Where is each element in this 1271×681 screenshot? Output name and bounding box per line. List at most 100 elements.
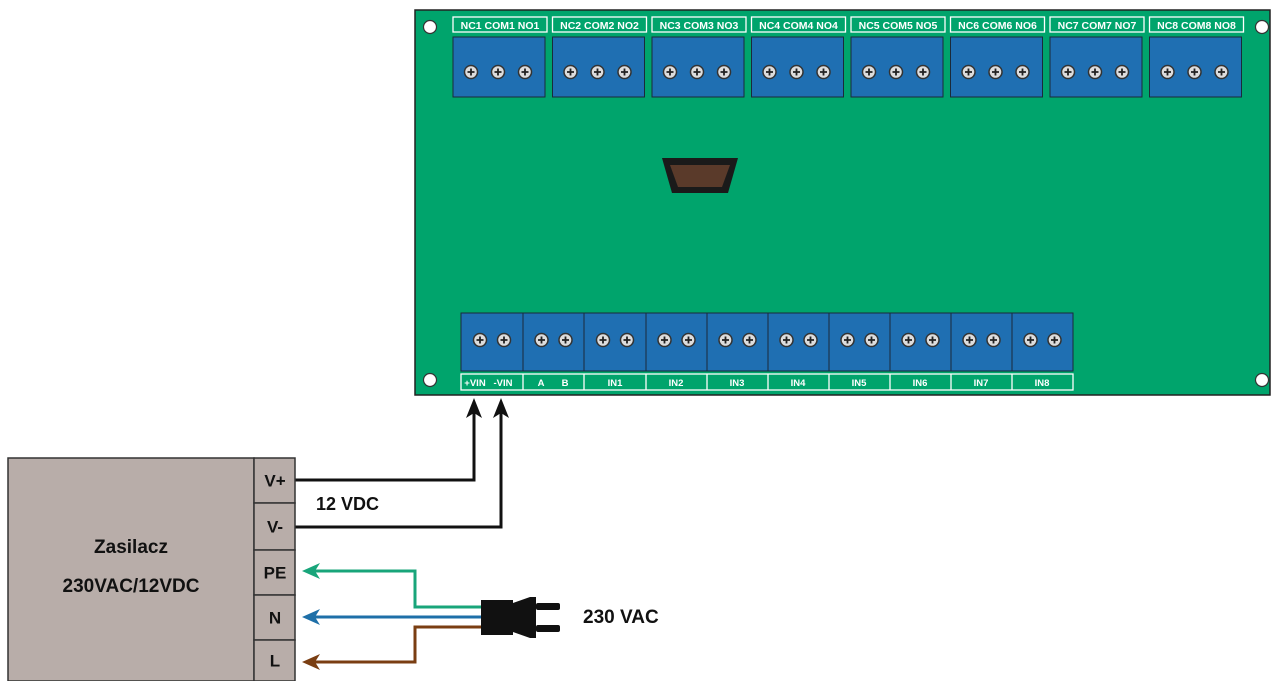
- input-terminal-block: [950, 312, 1013, 372]
- input-block-8: [889, 312, 952, 372]
- serial-connector: [662, 158, 738, 193]
- input-terminal-block: [706, 312, 769, 372]
- mounting-hole-bottom-left: [422, 372, 438, 388]
- screw-icon[interactable]: [1087, 64, 1103, 80]
- screw-icon[interactable]: [463, 64, 479, 80]
- screw-icon[interactable]: [595, 332, 611, 348]
- wire-vminus: [295, 412, 503, 529]
- screw-icon[interactable]: [864, 332, 879, 348]
- wire-vplus: [295, 412, 476, 482]
- screw-icon[interactable]: [742, 332, 757, 348]
- relay-terminal-4: NC4 COM4 NO4: [750, 16, 847, 98]
- input-terminal-block: [828, 312, 891, 372]
- relay-terminal-label: NC1 COM1 NO1: [461, 20, 540, 32]
- psu-title-line1: Zasilacz: [94, 537, 168, 558]
- screw-icon[interactable]: [901, 332, 916, 348]
- relay-terminal-label: NC2 COM2 NO2: [560, 20, 639, 32]
- screw-icon[interactable]: [662, 64, 678, 80]
- screw-icon[interactable]: [1015, 64, 1030, 80]
- dc-voltage-label: 12 VDC: [316, 494, 379, 514]
- psu-terminal-vplus: V+: [253, 457, 296, 504]
- relay-terminal-label: NC7 COM7 NO7: [1058, 20, 1137, 32]
- screw-icon[interactable]: [962, 332, 977, 348]
- input-terminal-label: IN3: [730, 378, 745, 389]
- input-terminal-label: A: [538, 378, 545, 389]
- arrow-l-icon: [302, 654, 320, 670]
- screw-icon[interactable]: [490, 64, 506, 80]
- mounting-hole-top-right: [1254, 19, 1270, 35]
- screw-icon[interactable]: [1114, 64, 1130, 80]
- screw-icon[interactable]: [619, 332, 635, 348]
- psu-terminal-label: L: [270, 652, 280, 671]
- screw-icon[interactable]: [888, 64, 904, 80]
- screw-icon[interactable]: [558, 332, 573, 348]
- screw-icon[interactable]: [1160, 64, 1175, 80]
- psu-terminal-label: N: [269, 609, 281, 628]
- screw-icon[interactable]: [803, 332, 818, 348]
- screw-icon[interactable]: [472, 332, 488, 348]
- screw-icon[interactable]: [961, 64, 976, 80]
- psu-terminal-cell: [253, 594, 296, 641]
- screw-icon[interactable]: [915, 64, 931, 80]
- screw-icon[interactable]: [1023, 332, 1038, 348]
- screw-icon[interactable]: [1214, 64, 1229, 80]
- screw-icon[interactable]: [762, 64, 777, 80]
- screw-icon[interactable]: [716, 64, 732, 80]
- screw-icon[interactable]: [986, 332, 1001, 348]
- psu-terminal-label: V+: [264, 472, 285, 491]
- relay-label-frame: [850, 16, 946, 33]
- input-block-10: [1011, 312, 1074, 372]
- input-block-1: [460, 312, 524, 372]
- relay-label-frame: [1049, 16, 1145, 33]
- psu-terminal-label: PE: [264, 564, 287, 583]
- input-block-4: [645, 312, 708, 372]
- relay-terminal-8: NC8 COM8 NO8: [1148, 16, 1245, 98]
- psu-body: [7, 457, 255, 681]
- relay-terminal-label: NC6 COM6 NO6: [958, 20, 1037, 32]
- screw-icon[interactable]: [563, 64, 578, 80]
- screw-icon[interactable]: [988, 64, 1003, 80]
- screw-icon[interactable]: [657, 332, 672, 348]
- screw-icon[interactable]: [816, 64, 831, 80]
- psu-terminal-cell: [253, 639, 296, 681]
- input-terminal-block: [583, 312, 647, 372]
- screw-icon[interactable]: [534, 332, 549, 348]
- relay-terminal-label: NC3 COM3 NO3: [660, 20, 739, 32]
- input-terminal-block: [767, 312, 830, 372]
- input-terminal-block: [522, 312, 585, 372]
- input-terminal-label: IN1: [608, 378, 624, 389]
- mains-plug-icon: [481, 597, 560, 638]
- psu-terminal-n: N: [253, 594, 296, 641]
- screw-icon[interactable]: [925, 332, 940, 348]
- screw-icon[interactable]: [496, 332, 512, 348]
- screw-icon[interactable]: [681, 332, 696, 348]
- screw-icon[interactable]: [590, 64, 605, 80]
- wire-l: [312, 625, 483, 664]
- screw-icon[interactable]: [779, 332, 794, 348]
- screw-icon[interactable]: [689, 64, 705, 80]
- screw-icon[interactable]: [1060, 64, 1076, 80]
- relay-output-terminals: NC1 COM1 NO1 NC2 COM2 NO2 NC3 COM3 NO3 NC4 …: [452, 16, 1245, 98]
- arrow-n-icon: [302, 609, 320, 625]
- relay-terminal-6: NC6 COM6 NO6: [949, 16, 1046, 98]
- screw-icon[interactable]: [1047, 332, 1062, 348]
- relay-label-frame: [1148, 16, 1245, 33]
- input-terminal-block: [645, 312, 708, 372]
- screw-icon[interactable]: [840, 332, 855, 348]
- screw-icon[interactable]: [789, 64, 804, 80]
- screw-icon[interactable]: [718, 332, 733, 348]
- arrow-plus-vin-icon: [466, 398, 482, 418]
- input-block-7: [828, 312, 891, 372]
- screw-icon[interactable]: [1187, 64, 1202, 80]
- relay-terminal-label: NC8 COM8 NO8: [1157, 20, 1236, 32]
- input-terminal-label: IN7: [974, 378, 989, 389]
- input-terminal-block: [460, 312, 524, 372]
- psu-terminal-cell: [253, 549, 296, 596]
- screw-icon[interactable]: [861, 64, 877, 80]
- psu-title-line2: 230VAC/12VDC: [63, 576, 200, 597]
- screw-icon[interactable]: [617, 64, 632, 80]
- relay-label-frame: [651, 16, 747, 33]
- screw-icon[interactable]: [517, 64, 533, 80]
